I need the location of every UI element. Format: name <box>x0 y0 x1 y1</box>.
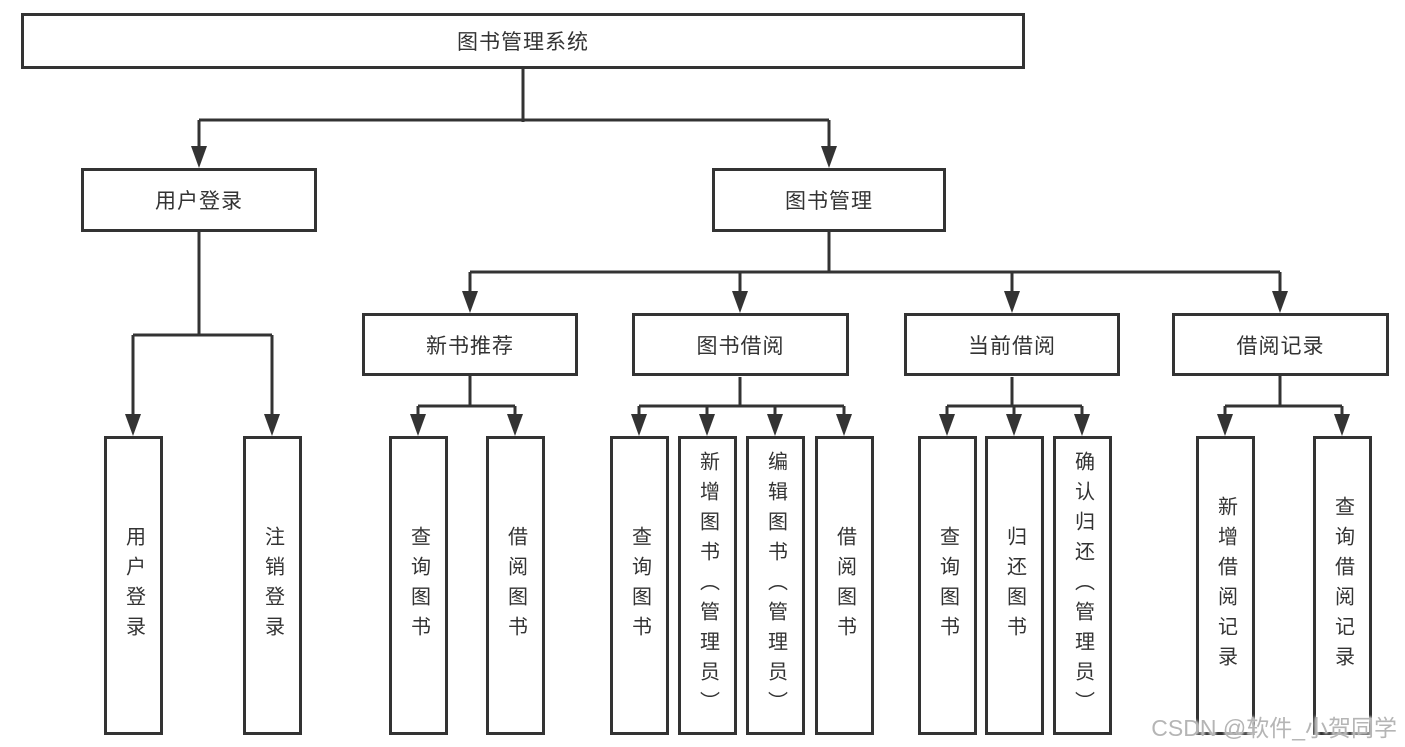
leaf-borrow-books-recommend: 借阅图书 <box>486 436 545 735</box>
node-label: 新增借阅记录 <box>1214 495 1237 676</box>
node-label: 查询图书 <box>628 525 651 646</box>
leaf-query-books-recommend: 查询图书 <box>389 436 448 735</box>
node-book-borrowing: 图书借阅 <box>632 313 849 376</box>
node-label: 借阅记录 <box>1236 334 1325 358</box>
leaf-borrow-books: 借阅图书 <box>815 436 874 735</box>
node-label: 图书借阅 <box>696 334 785 358</box>
leaf-logout: 注销登录 <box>243 436 302 735</box>
node-label: 借阅图书 <box>833 525 856 646</box>
node-label: 新增图书（管理员） <box>696 450 719 721</box>
node-label: 注销登录 <box>261 525 284 646</box>
node-label: 当前借阅 <box>968 334 1056 358</box>
node-label: 图书管理 <box>785 190 873 213</box>
node-current-borrowing: 当前借阅 <box>904 313 1120 376</box>
node-label: 查询借阅记录 <box>1331 495 1354 676</box>
leaf-add-borrow-record: 新增借阅记录 <box>1196 436 1255 735</box>
node-label: 新书推荐 <box>426 334 514 358</box>
node-label: 用户登录 <box>122 525 145 646</box>
node-label: 归还图书 <box>1003 525 1026 646</box>
leaf-query-books-borrow: 查询图书 <box>610 436 669 735</box>
watermark: CSDN @软件_小贺同学 <box>1151 715 1397 741</box>
node-library-management-system: 图书管理系统 <box>21 13 1025 69</box>
node-user-login: 用户登录 <box>81 168 317 232</box>
node-label: 查询图书 <box>407 525 430 646</box>
node-label: 编辑图书（管理员） <box>764 450 787 721</box>
node-new-book-recommendation: 新书推荐 <box>362 313 578 376</box>
leaf-return-books: 归还图书 <box>985 436 1044 735</box>
leaf-confirm-return-admin: 确认归还（管理员） <box>1053 436 1112 735</box>
leaf-edit-books-admin: 编辑图书（管理员） <box>746 436 805 735</box>
leaf-query-borrow-record: 查询借阅记录 <box>1313 436 1372 735</box>
node-borrowing-records: 借阅记录 <box>1172 313 1389 376</box>
node-label: 确认归还（管理员） <box>1071 450 1094 721</box>
node-label: 查询图书 <box>936 525 959 646</box>
leaf-add-books-admin: 新增图书（管理员） <box>678 436 737 735</box>
node-label: 图书管理系统 <box>457 31 589 54</box>
leaf-query-books-current: 查询图书 <box>918 436 977 735</box>
node-label: 借阅图书 <box>504 525 527 646</box>
leaf-user-login: 用户登录 <box>104 436 163 735</box>
node-label: 用户登录 <box>155 190 243 213</box>
node-book-management: 图书管理 <box>712 168 946 232</box>
